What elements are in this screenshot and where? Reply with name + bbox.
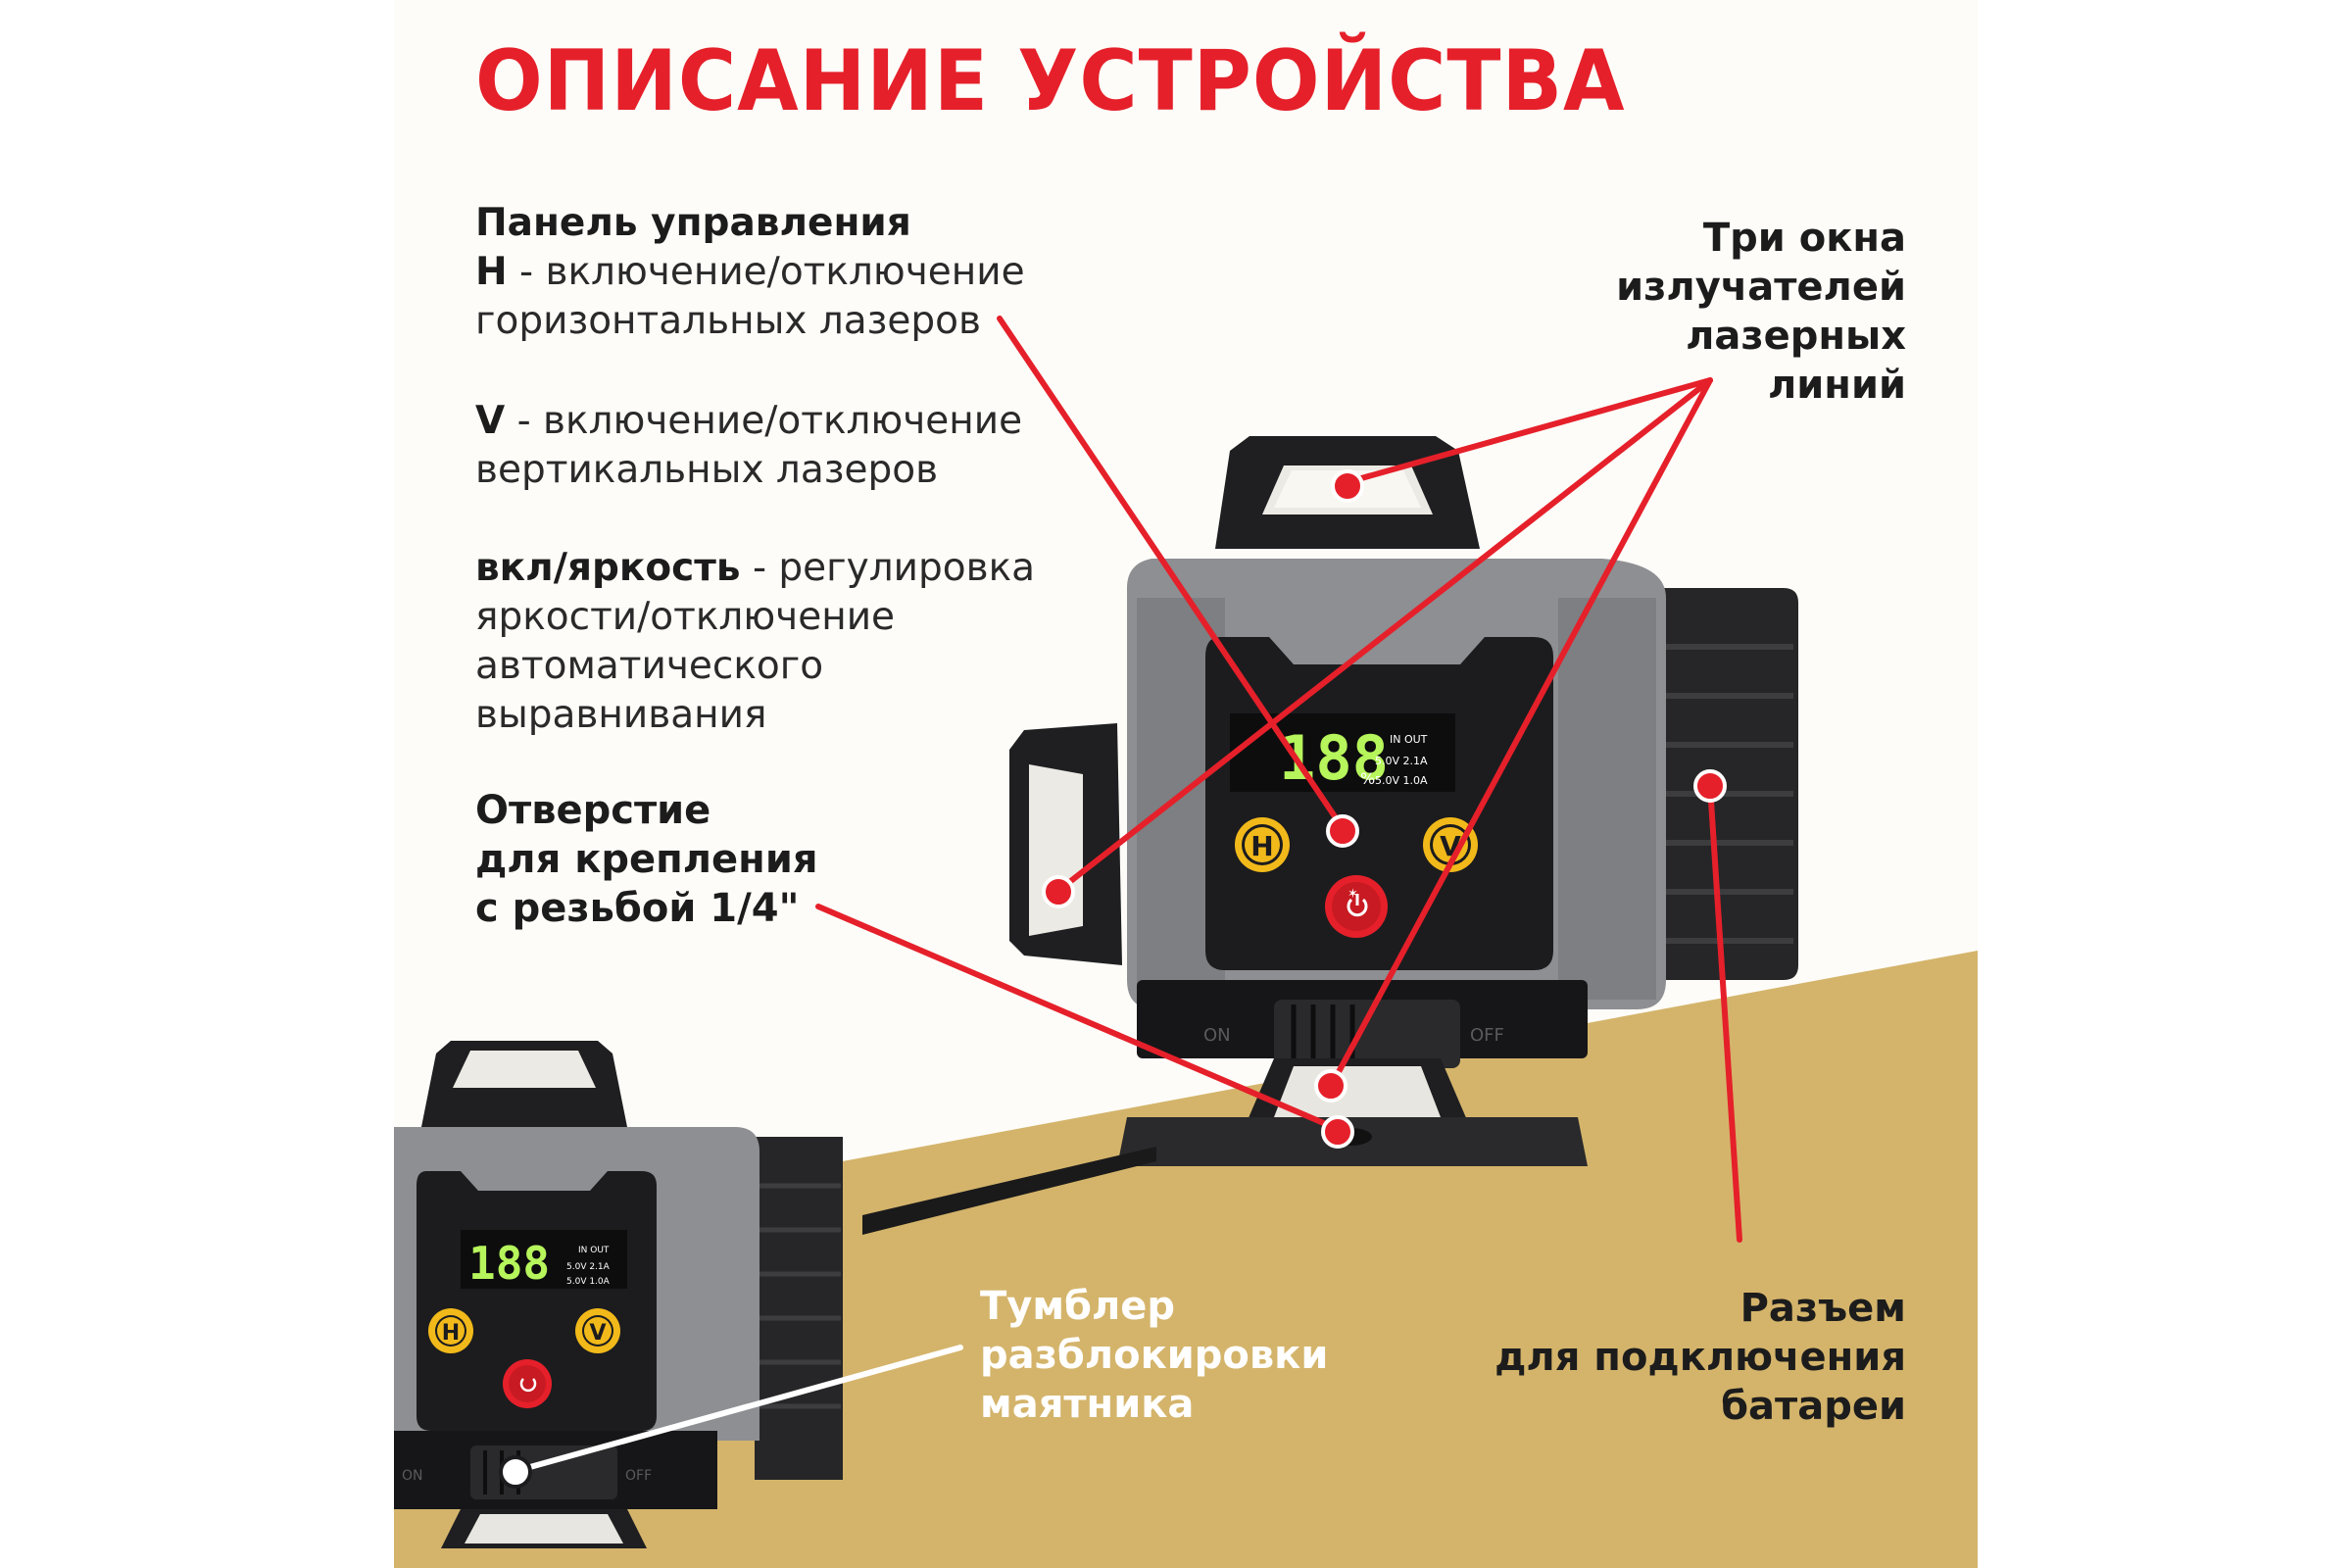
brightness-icon: ✶ — [1348, 887, 1358, 902]
secondary-device: 188 IN OUT 5.0V 2.1A 5.0V 1.0A H V ON OF… — [394, 1041, 843, 1548]
svg-text:OFF: OFF — [625, 1468, 652, 1484]
control-panel-description: Панель управления H - включение/отключен… — [475, 201, 1025, 343]
marker-battery-connector — [1693, 769, 1727, 803]
marker-pendulum-toggle — [499, 1455, 532, 1489]
switch-off-label: OFF — [1470, 1025, 1504, 1046]
svg-text:H: H — [442, 1321, 460, 1346]
display-percent: % — [1360, 769, 1375, 788]
svg-text:ON: ON — [402, 1468, 423, 1484]
spec-row-1: 5.0V 2.1A — [1375, 755, 1428, 767]
callout-markers — [499, 469, 1727, 1489]
marker-control-panel — [1326, 814, 1359, 848]
battery-pack — [1656, 588, 1798, 980]
h-button-label: H — [1250, 830, 1273, 862]
power-key-description: вкл/яркость - регулировка яркости/отключ… — [475, 546, 1036, 737]
marker-bottom-emitter — [1314, 1069, 1348, 1102]
spec-row-2: 5.0V 1.0A — [1375, 774, 1428, 787]
marker-top-emitter — [1331, 469, 1364, 503]
v-key-description: V - включение/отключение вертикальных ла… — [475, 399, 1023, 492]
pendulum-switch — [1274, 1000, 1460, 1068]
spec-header: IN OUT — [1390, 733, 1428, 746]
svg-text:5.0V 2.1A: 5.0V 2.1A — [566, 1262, 611, 1272]
main-device: 188 % IN OUT 5.0V 2.1A 5.0V 1.0A H V ✶ — [1009, 436, 1798, 1166]
cable — [862, 1147, 1156, 1235]
power-key-label: вкл/яркость — [475, 546, 741, 590]
page-title: ОПИСАНИЕ УСТРОЙСТВА — [475, 32, 1626, 130]
battery-connector-label: Разъем для подключения батареи — [1494, 1286, 1906, 1429]
marker-mount-hole — [1321, 1115, 1354, 1149]
svg-text:IN OUT: IN OUT — [578, 1246, 610, 1255]
bottom-emitter-window — [1274, 1066, 1441, 1117]
control-panel-heading: Панель управления — [475, 201, 911, 245]
side-emitter-window — [1029, 764, 1083, 936]
mount-hole-label: Отверстие для крепления с резьбой 1/4" — [475, 788, 818, 931]
power-icon — [1347, 894, 1368, 917]
v-key-label: V — [475, 399, 506, 443]
emitters-label: Три окна излучателей лазерных линий — [1616, 216, 1906, 408]
pendulum-toggle-label: Тумблер разблокировки маятника — [980, 1284, 1329, 1427]
h-key-label: H — [475, 250, 508, 294]
secondary-display-digits: 188 — [468, 1237, 550, 1290]
svg-text:5.0V 1.0A: 5.0V 1.0A — [566, 1277, 611, 1287]
switch-on-label: ON — [1203, 1025, 1231, 1046]
toggle-callout-line — [516, 1345, 963, 1473]
marker-side-emitter — [1042, 875, 1075, 908]
callout-lines — [815, 316, 1742, 1243]
svg-text:V: V — [589, 1321, 606, 1346]
